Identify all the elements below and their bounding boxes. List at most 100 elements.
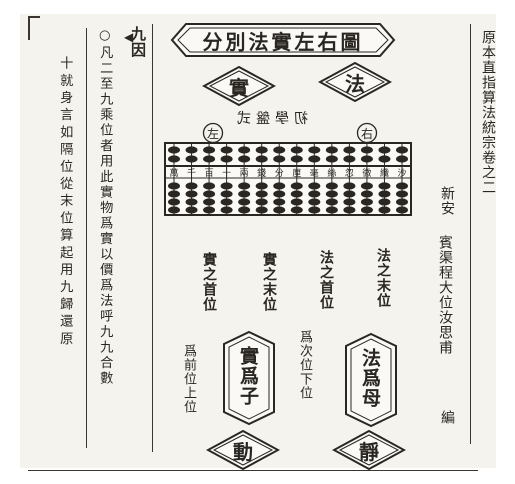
shi-diamond: 實 bbox=[202, 66, 276, 106]
column-label-shi-start: 實之首位 bbox=[201, 252, 217, 312]
abacus-upper-bead bbox=[185, 155, 198, 163]
abacus-unit-label: 百 bbox=[205, 168, 214, 179]
abacus-upper-bead bbox=[343, 155, 356, 163]
abacus-lower-bead bbox=[220, 190, 233, 198]
abacus-lower-bead bbox=[290, 206, 303, 214]
abacus-lower-bead bbox=[378, 182, 391, 190]
abacus-upper-bead bbox=[168, 155, 180, 163]
left-marker: 左 bbox=[202, 122, 224, 144]
abacus-unit-label: 纖 bbox=[380, 167, 389, 179]
jing-label: 靜 bbox=[359, 439, 379, 464]
abacus-lower-bead bbox=[203, 198, 216, 206]
page-corner-mark bbox=[28, 16, 40, 40]
fa-role-label: 法爲母 bbox=[359, 348, 381, 408]
abacus-lower-bead bbox=[220, 206, 233, 214]
abacus-lower-bead bbox=[343, 190, 356, 198]
abacus-lower-bead bbox=[203, 206, 216, 214]
chapter-title: 九因 bbox=[129, 26, 147, 58]
abacus-upper-bead bbox=[273, 146, 286, 154]
column-label-fa-end: 法之末位 bbox=[375, 248, 391, 308]
diagram-title-banner: 分別法實左右圖 bbox=[170, 22, 396, 58]
abacus-unit-label: 兩 bbox=[240, 168, 249, 179]
abacus-lower-bead bbox=[273, 182, 286, 190]
chapter-marker: ◀ bbox=[124, 30, 134, 44]
series-title: 原本直指算法統宗卷之二 bbox=[480, 30, 496, 195]
abacus-upper-bead bbox=[255, 155, 268, 163]
chapter-divider bbox=[152, 24, 153, 452]
abacus-lower-bead bbox=[325, 190, 338, 198]
shi-note-next: 爲次位下位 bbox=[297, 330, 312, 400]
dong-label: 動 bbox=[233, 439, 253, 464]
abacus-lower-bead bbox=[396, 206, 408, 214]
author-name: 賓渠程大位汝思甫 bbox=[437, 235, 453, 355]
abacus-lower-bead bbox=[238, 190, 251, 198]
abacus-upper-bead bbox=[185, 146, 198, 154]
abacus-upper-bead bbox=[290, 146, 303, 154]
abacus-lower-bead bbox=[238, 198, 251, 206]
abacus-lower-bead bbox=[203, 190, 216, 198]
abacus-lower-bead bbox=[168, 198, 180, 206]
abacus-lower-bead bbox=[396, 198, 408, 206]
abacus-lower-bead bbox=[255, 190, 268, 198]
abacus-lower-bead bbox=[273, 190, 286, 198]
abacus-upper-bead bbox=[168, 146, 180, 154]
shi-label: 實 bbox=[229, 75, 249, 100]
abacus-upper-bead bbox=[273, 155, 286, 163]
fa-label: 法 bbox=[345, 71, 365, 96]
author-role: 編 bbox=[439, 410, 455, 425]
fa-diamond: 法 bbox=[318, 62, 392, 102]
abacus-upper-bead bbox=[220, 146, 233, 154]
abacus-upper-bead bbox=[255, 146, 268, 154]
chapter-text-line-2: 十就身言如隔位從末位算起用九歸還原 bbox=[57, 56, 73, 349]
abacus-upper-bead bbox=[308, 155, 321, 163]
abacus-upper-bead bbox=[325, 155, 338, 163]
abacus-upper-bead bbox=[325, 146, 338, 154]
abacus-lower-bead bbox=[360, 206, 373, 214]
abacus-lower-bead bbox=[378, 206, 391, 214]
jing-diamond: 靜 bbox=[332, 430, 406, 470]
abacus-lower-bead bbox=[325, 198, 338, 206]
abacus-lower-bead bbox=[396, 182, 408, 190]
abacus-lower-bead bbox=[168, 190, 180, 198]
abacus-lower-bead bbox=[238, 206, 251, 214]
fa-role-box: 法爲母 bbox=[344, 332, 398, 428]
abacus-unit-label: 絲 bbox=[327, 167, 336, 179]
left-marker-label: 左 bbox=[206, 126, 219, 141]
abacus-unit-label: 厘 bbox=[292, 168, 301, 179]
chapter-inner-divider bbox=[86, 28, 87, 448]
abacus-upper-bead bbox=[203, 146, 216, 154]
abacus-upper-bead bbox=[360, 155, 373, 163]
diagram-title: 分別法實左右圖 bbox=[202, 29, 364, 54]
abacus-lower-bead bbox=[343, 198, 356, 206]
abacus-lower-bead bbox=[290, 198, 303, 206]
abacus-lower-bead bbox=[255, 206, 268, 214]
abacus-unit-label: 沙 bbox=[397, 168, 406, 179]
abacus-unit-label: 忽 bbox=[345, 167, 354, 179]
abacus-lower-bead bbox=[325, 206, 338, 214]
header-divider bbox=[470, 24, 471, 444]
abacus-lower-bead bbox=[308, 198, 321, 206]
right-marker-label: 右 bbox=[360, 126, 373, 141]
abacus-lower-bead bbox=[343, 182, 356, 190]
chapter-text-line-1: ○凡二至九乘位者用此實物爲實以價爲法呼九九合數 bbox=[97, 28, 113, 387]
abacus-unit-label: 千 bbox=[187, 168, 196, 179]
abacus-upper-bead bbox=[396, 146, 408, 154]
abacus-unit-label: 毫 bbox=[310, 167, 319, 179]
column-label-fa-start: 法之首位 bbox=[318, 250, 334, 310]
abacus-upper-bead bbox=[360, 146, 373, 154]
abacus-lower-bead bbox=[185, 190, 198, 198]
page-bottom-rule bbox=[28, 470, 478, 471]
abacus-lower-bead bbox=[308, 182, 321, 190]
abacus-title: 初學盤式 bbox=[232, 111, 308, 127]
abacus-lower-bead bbox=[308, 190, 321, 198]
abacus-upper-bead bbox=[203, 155, 216, 163]
abacus-lower-bead bbox=[273, 206, 286, 214]
abacus-upper-bead bbox=[396, 155, 408, 163]
abacus-lower-bead bbox=[168, 182, 180, 190]
abacus-lower-bead bbox=[360, 190, 373, 198]
abacus-lower-bead bbox=[290, 182, 303, 190]
abacus-upper-bead bbox=[290, 155, 303, 163]
abacus-lower-bead bbox=[185, 206, 198, 214]
abacus-lower-bead bbox=[220, 182, 233, 190]
abacus-upper-bead bbox=[378, 155, 391, 163]
